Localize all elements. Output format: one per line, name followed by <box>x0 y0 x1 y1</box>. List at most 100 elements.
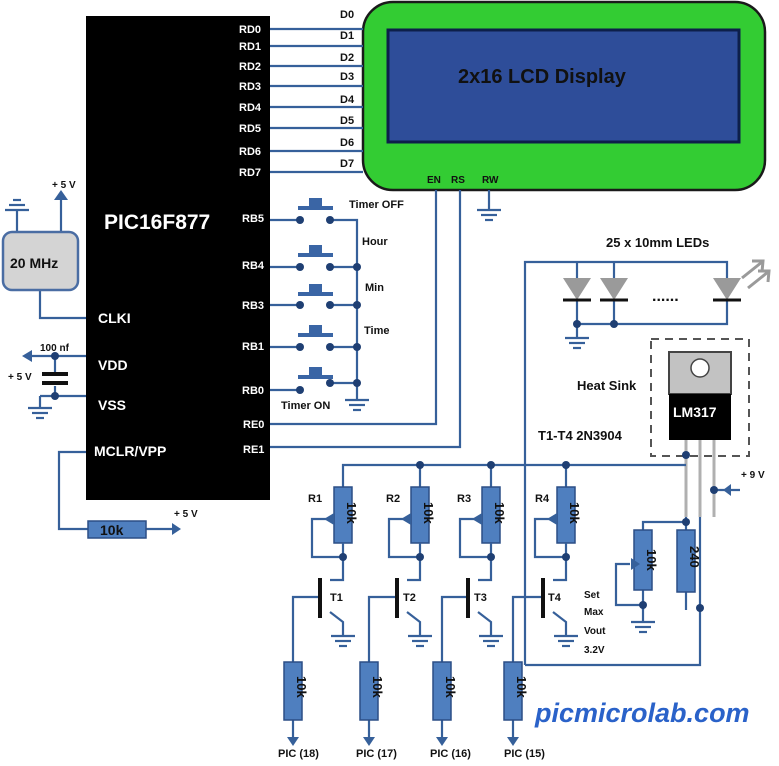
led-2 <box>600 278 628 300</box>
svg-text:10k: 10k <box>294 676 309 698</box>
ground-symbol-vss <box>28 406 52 420</box>
mclr-supply: + 5 V <box>174 509 198 520</box>
svg-text:10k: 10k <box>421 502 436 524</box>
note-set: Set <box>584 590 600 601</box>
pic18-label: PIC (18) <box>278 748 319 760</box>
decoupling-capacitor-bottom <box>42 381 68 385</box>
label-timer-on: Timer ON <box>281 400 330 412</box>
ground-symbol-buttons <box>345 398 369 412</box>
label-time: Time <box>364 325 389 337</box>
lcd-rw: RW <box>482 175 499 186</box>
pin-rd0: RD0 <box>239 24 261 36</box>
pin-mclr: MCLR/VPP <box>94 443 166 459</box>
pin-rb5: RB5 <box>242 213 264 225</box>
svg-text:10k: 10k <box>344 502 359 524</box>
regulator-tab-hole <box>690 358 710 378</box>
pin-rd3: RD3 <box>239 81 261 93</box>
mclr-resistor <box>87 520 147 539</box>
transistor-stage-4: 10k 10k <box>503 486 582 746</box>
pin-rd2: RD2 <box>239 61 261 73</box>
lcd-screen <box>386 28 741 144</box>
label-timer-off: Timer OFF <box>349 199 404 211</box>
pin-rb3: RB3 <box>242 300 264 312</box>
transistor-heading: T1-T4 2N3904 <box>538 428 623 443</box>
t3-label: T3 <box>474 592 487 604</box>
watermark: picmicrolab.com <box>534 698 750 728</box>
pin-rd1: RD1 <box>239 41 261 53</box>
crystal-supply: + 5 V <box>52 180 76 191</box>
mcu-name: PIC16F877 <box>104 211 210 234</box>
bus-d0: D0 <box>340 9 354 21</box>
crystal-label: 20 MHz <box>10 255 58 271</box>
led-1 <box>563 278 591 300</box>
label-hour: Hour <box>362 236 388 248</box>
button-timer-off <box>298 198 333 210</box>
pin-rb1: RB1 <box>242 341 264 353</box>
pin-rd7: RD7 <box>239 167 261 179</box>
r3-label: R3 <box>457 493 471 505</box>
decoupling-capacitor-top <box>42 372 68 376</box>
bus-d4: D4 <box>340 94 355 106</box>
button-timer-on <box>298 367 333 379</box>
ground-symbol-leds <box>565 336 589 350</box>
pot-value: 10k <box>644 549 659 571</box>
pic16-label: PIC (16) <box>430 748 471 760</box>
svg-text:10k: 10k <box>567 502 582 524</box>
crystal <box>1 230 80 292</box>
transistor-stage-3: 10k 10k <box>432 486 507 746</box>
r1-label: R1 <box>308 493 322 505</box>
r4-label: R4 <box>535 493 550 505</box>
bus-d3: D3 <box>340 71 354 83</box>
pic15-label: PIC (15) <box>504 748 545 760</box>
bus-d1: D1 <box>340 30 354 42</box>
pin-rd6: RD6 <box>239 146 261 158</box>
button-min <box>298 284 333 296</box>
cap-value: 100 nf <box>40 343 70 354</box>
bus-d7: D7 <box>340 158 354 170</box>
label-min: Min <box>365 282 384 294</box>
lcd-rs: RS <box>451 175 465 186</box>
regulator-body <box>669 394 731 440</box>
button-time <box>298 325 333 337</box>
heat-sink-label: Heat Sink <box>577 378 637 393</box>
regulator-part: LM317 <box>673 404 717 420</box>
svg-text:10k: 10k <box>370 676 385 698</box>
lcd-en: EN <box>427 175 441 186</box>
pin-re0: RE0 <box>243 419 264 431</box>
pin-re1: RE1 <box>243 444 264 456</box>
r2-label: R2 <box>386 493 400 505</box>
lcd-title: 2x16 LCD Display <box>458 66 627 88</box>
leds-dots: ...... <box>652 288 679 305</box>
ground-symbol-adjust <box>631 620 655 634</box>
t1-label: T1 <box>330 592 343 604</box>
pin-vss: VSS <box>98 397 126 413</box>
t4-label: T4 <box>548 592 562 604</box>
note-vout: Vout <box>584 626 606 637</box>
pin-vdd: VDD <box>98 357 128 373</box>
mcu-chip <box>86 16 270 500</box>
transistor-stage-1: 10k 10k <box>283 486 359 746</box>
button-hour <box>298 245 333 257</box>
transistor-stage-2: 10k 10k <box>359 486 436 746</box>
t2-label: T2 <box>403 592 416 604</box>
bus-d6: D6 <box>340 137 354 149</box>
pic17-label: PIC (17) <box>356 748 397 760</box>
pin-rb4: RB4 <box>242 260 265 272</box>
mclr-resistor-value: 10k <box>100 522 124 538</box>
pin-rd4: RD4 <box>239 102 262 114</box>
svg-text:10k: 10k <box>492 502 507 524</box>
note-32v: 3.2V <box>584 645 605 656</box>
pin-clki: CLKI <box>98 310 131 326</box>
regulator-supply: + 9 V <box>741 470 765 481</box>
svg-text:10k: 10k <box>514 676 529 698</box>
fixed-resistor-value: 240 <box>687 546 702 568</box>
ground-symbol-crystal <box>5 198 29 212</box>
svg-text:10k: 10k <box>443 676 458 698</box>
bus-d5: D5 <box>340 115 354 127</box>
leds-label: 25 x 10mm LEDs <box>606 235 709 250</box>
note-max: Max <box>584 607 604 618</box>
ground-symbol-rw <box>477 208 501 222</box>
led-light-arrows <box>741 259 771 290</box>
heat-sink-outline <box>650 338 750 457</box>
